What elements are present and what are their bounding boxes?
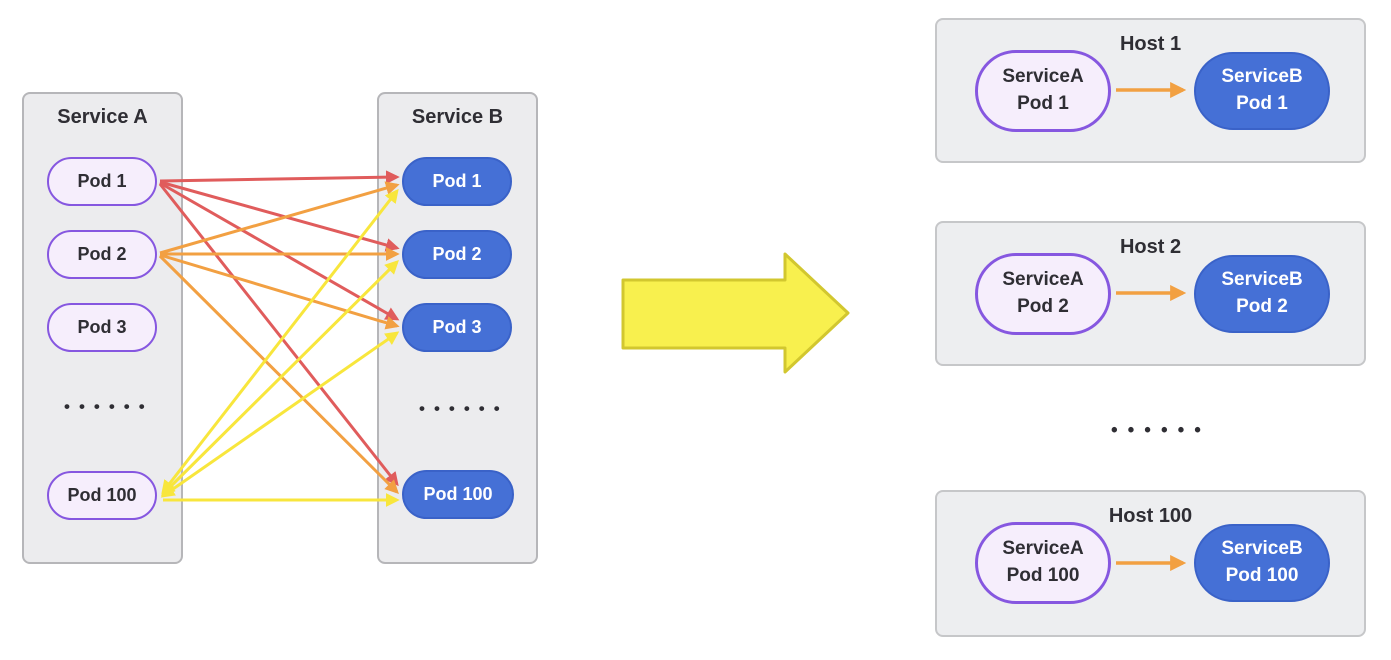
connection-a2-b1: [159, 181, 400, 255]
connection-a1-b100: [158, 183, 399, 487]
service-b-pod-100: Pod 100: [402, 470, 514, 519]
service-a-ellipsis: ••••••: [64, 397, 154, 416]
host-box-2: Host 2 ServiceA Pod 2 ServiceB Pod 2: [935, 221, 1366, 366]
host100-service-b-pod: ServiceB Pod 100: [1194, 524, 1330, 602]
service-b-title: Service B: [411, 106, 504, 128]
pod-label-line1: ServiceA: [1002, 66, 1084, 88]
red-connections: [158, 170, 400, 487]
pod-label: Pod 1: [432, 171, 482, 191]
service-b-ellipsis: ••••••: [419, 399, 509, 418]
connection-a1-b2: [159, 180, 400, 252]
pod-label: Pod 1: [77, 171, 127, 191]
pod-label-line2: Pod 2: [1236, 296, 1288, 317]
service-a-pod-1: Pod 1: [47, 157, 157, 206]
pod-label: Pod 3: [432, 317, 482, 337]
pod-label: Pod 100: [67, 485, 137, 505]
host2-service-a-pod: ServiceA Pod 2: [975, 253, 1111, 335]
pod-label: Pod 3: [77, 317, 127, 337]
connection-a1-b1: [159, 170, 400, 185]
transform-arrow-icon: [621, 252, 850, 374]
host-title: Host 1: [1119, 33, 1182, 55]
pod-label-line1: ServiceA: [1002, 269, 1084, 291]
pod-label-line1: ServiceB: [1221, 269, 1303, 291]
service-b-pod-2: Pod 2: [402, 230, 512, 279]
host1-service-b-pod: ServiceB Pod 1: [1194, 52, 1330, 130]
pod-label-line2: Pod 1: [1236, 93, 1288, 114]
host-title: Host 100: [1108, 505, 1193, 527]
host100-service-a-pod: ServiceA Pod 100: [975, 522, 1111, 604]
service-b-pod-3: Pod 3: [402, 303, 512, 352]
connection-a100-b3: [160, 331, 400, 498]
pod-label: Pod 2: [432, 244, 482, 264]
host2-service-b-pod: ServiceB Pod 2: [1194, 255, 1330, 333]
pod-label-line2: Pod 100: [1225, 565, 1299, 586]
pod-label-line1: ServiceB: [1221, 538, 1303, 560]
service-a-pod-3: Pod 3: [47, 303, 157, 352]
pod-label-line2: Pod 1: [1017, 93, 1069, 114]
connection-a2-b3: [159, 253, 400, 330]
service-a-pod-2: Pod 2: [47, 230, 157, 279]
yellow-connections: [160, 188, 400, 507]
orange-connections: [158, 181, 400, 494]
host-title: Host 2: [1119, 236, 1182, 258]
pod-label-line2: Pod 100: [1006, 565, 1080, 586]
pod-label-line1: ServiceB: [1221, 66, 1303, 88]
connection-a1-b3: [159, 181, 400, 321]
connection-a100-b1: [161, 188, 399, 495]
service-b-pod-1: Pod 1: [402, 157, 512, 206]
service-a-pod-100: Pod 100: [47, 471, 157, 520]
pod-label-line1: ServiceA: [1002, 538, 1084, 560]
pod-label: Pod 100: [423, 484, 493, 504]
hosts-ellipsis: ••••••: [1111, 420, 1211, 441]
host1-service-a-pod: ServiceA Pod 1: [975, 50, 1111, 132]
connection-a100-b2: [161, 260, 399, 496]
pod-label-line2: Pod 2: [1017, 296, 1069, 317]
host-box-1: Host 1 ServiceA Pod 1 ServiceB Pod 1: [935, 18, 1366, 163]
service-a-title: Service A: [57, 106, 148, 128]
connection-a2-b100: [158, 254, 399, 494]
pod-label: Pod 2: [77, 244, 127, 264]
host-box-100: Host 100 ServiceA Pod 100 ServiceB Pod 1…: [935, 490, 1366, 637]
